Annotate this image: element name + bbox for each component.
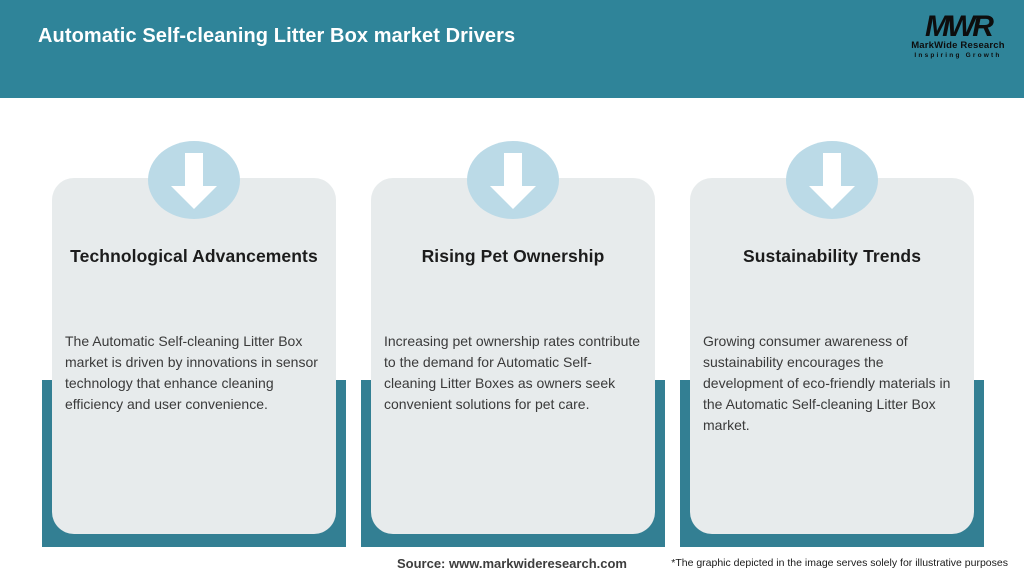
logo-company-name: MarkWide Research (911, 40, 1005, 51)
card-description: The Automatic Self-cleaning Litter Box m… (65, 333, 318, 412)
driver-column-3: Sustainability Trends Growing consumer a… (680, 0, 984, 576)
card-title: Technological Advancements (70, 246, 318, 266)
down-arrow-icon (148, 141, 240, 219)
driver-column-1: Technological Advancements The Automatic… (42, 0, 346, 576)
header-bar: Automatic Self-cleaning Litter Box marke… (0, 0, 1024, 98)
mwr-logo-icon: MWR (925, 10, 997, 42)
card-description: Increasing pet ownership rates contribut… (384, 333, 641, 412)
page-title: Automatic Self-cleaning Litter Box marke… (38, 25, 516, 47)
card-title: Sustainability Trends (742, 246, 922, 266)
driver-card: Sustainability Trends Growing consumer a… (690, 178, 974, 534)
driver-card: Technological Advancements The Automatic… (52, 178, 336, 534)
source-line: Source: www.markwideresearch.com (396, 556, 627, 571)
disclaimer-note: *The graphic depicted in the image serve… (671, 557, 1008, 569)
logo-tagline: Inspiring Growth (914, 52, 1002, 59)
down-arrow-icon (786, 141, 878, 219)
card-title: Rising Pet Ownership (421, 246, 605, 266)
driver-column-2: Rising Pet Ownership Increasing pet owne… (361, 0, 665, 576)
down-arrow-icon (467, 141, 559, 219)
svg-text:MWR: MWR (925, 10, 994, 42)
card-description: Growing consumer awareness of sustainabi… (703, 333, 951, 433)
driver-card: Rising Pet Ownership Increasing pet owne… (371, 178, 655, 534)
brand-logo: MWR MarkWide Research Inspiring Growth (900, 10, 1016, 59)
